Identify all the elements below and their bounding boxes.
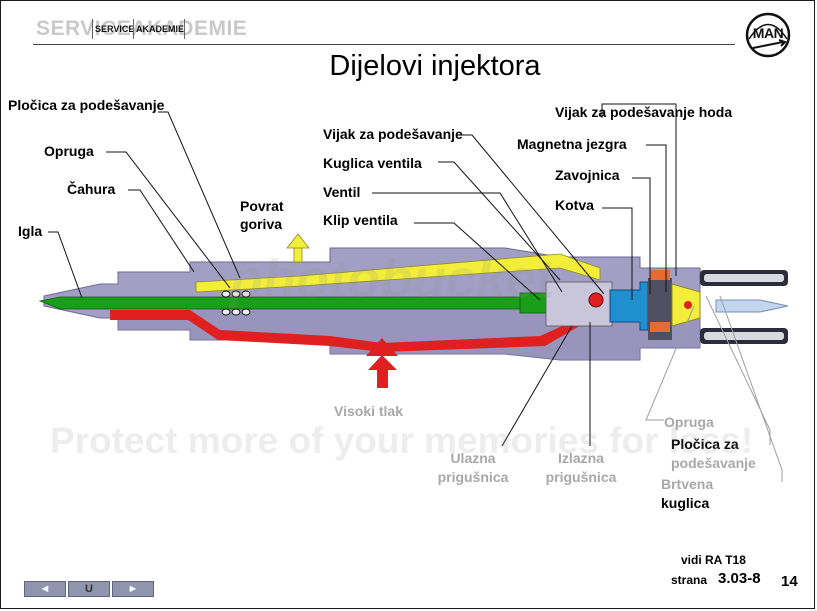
label-izlazna-line1: Izlazna [558,450,604,466]
label-klip: Klip ventila [323,212,398,228]
label-ventil: Ventil [323,184,361,200]
header-ghost-title: SERVICEAKADEMIE [36,17,248,40]
label-brtvena-line2: kuglica [661,495,710,511]
valve-ball [588,292,604,308]
label-plocica-left: Pločica za podešavanje [8,97,165,113]
label-opruga-left: Opruga [44,143,94,159]
footer-strana-value: 3.03-8 [718,570,761,587]
needle-spring [221,290,251,316]
label-opruga-right: Opruga [664,414,714,430]
label-povrat-line1: Povrat [240,198,284,214]
footer-strana-label: strana [671,573,708,587]
label-cahura: Čahura [67,181,116,197]
high-pressure-arrow-up [368,355,397,388]
label-povrat-line2: goriva [240,216,283,232]
header-rule [33,44,735,45]
footer-ref: vidi RA T18 [681,553,746,567]
prev-button[interactable]: ◄ [24,581,66,597]
fuel-return-outlet [715,299,789,313]
label-ulazna-line1: Ulazna [450,450,496,466]
header-service: SERVICE [92,19,136,39]
footer-page-number: 14 [781,573,798,590]
page-title: Dijelovi injektora [329,50,541,82]
coil-bottom [650,322,670,332]
label-plocica-right-line1: Pločica za [671,436,739,452]
label-plocica-right-line2: podešavanje [671,455,756,471]
label-vijak-hoda: Vijak za podešavanje hoda [555,104,733,120]
label-izlazna-line2: prigušnica [545,469,617,485]
label-vijak: Vijak za podešavanje [323,126,463,142]
label-zavojnica: Zavojnica [555,167,620,183]
label-kuglica: Kuglica ventila [323,155,422,171]
leader-lines-grey [645,295,783,482]
leader-lines [48,103,677,447]
label-brtvena-line1: Brtvena [661,476,714,492]
needle-rod [38,296,541,310]
header-akademie: AKADEMIE [133,19,186,39]
next-button[interactable]: ► [112,581,154,597]
logo-text: MAN [752,25,784,41]
label-visoki-tlak: Visoki tlak [334,403,404,419]
coil-top [650,270,670,280]
label-igla: Igla [18,223,43,239]
valve-block [545,281,613,327]
label-jezgra: Magnetna jezgra [517,136,627,152]
return-arrow-up [286,233,310,263]
home-button[interactable]: U [68,581,110,597]
high-pressure-inlet [366,338,398,356]
label-kotva: Kotva [555,197,594,213]
label-ulazna-line2: prigušnica [437,469,509,485]
high-pressure-channel [110,310,590,352]
header-divider [184,19,185,39]
man-logo: MAN [743,12,793,58]
